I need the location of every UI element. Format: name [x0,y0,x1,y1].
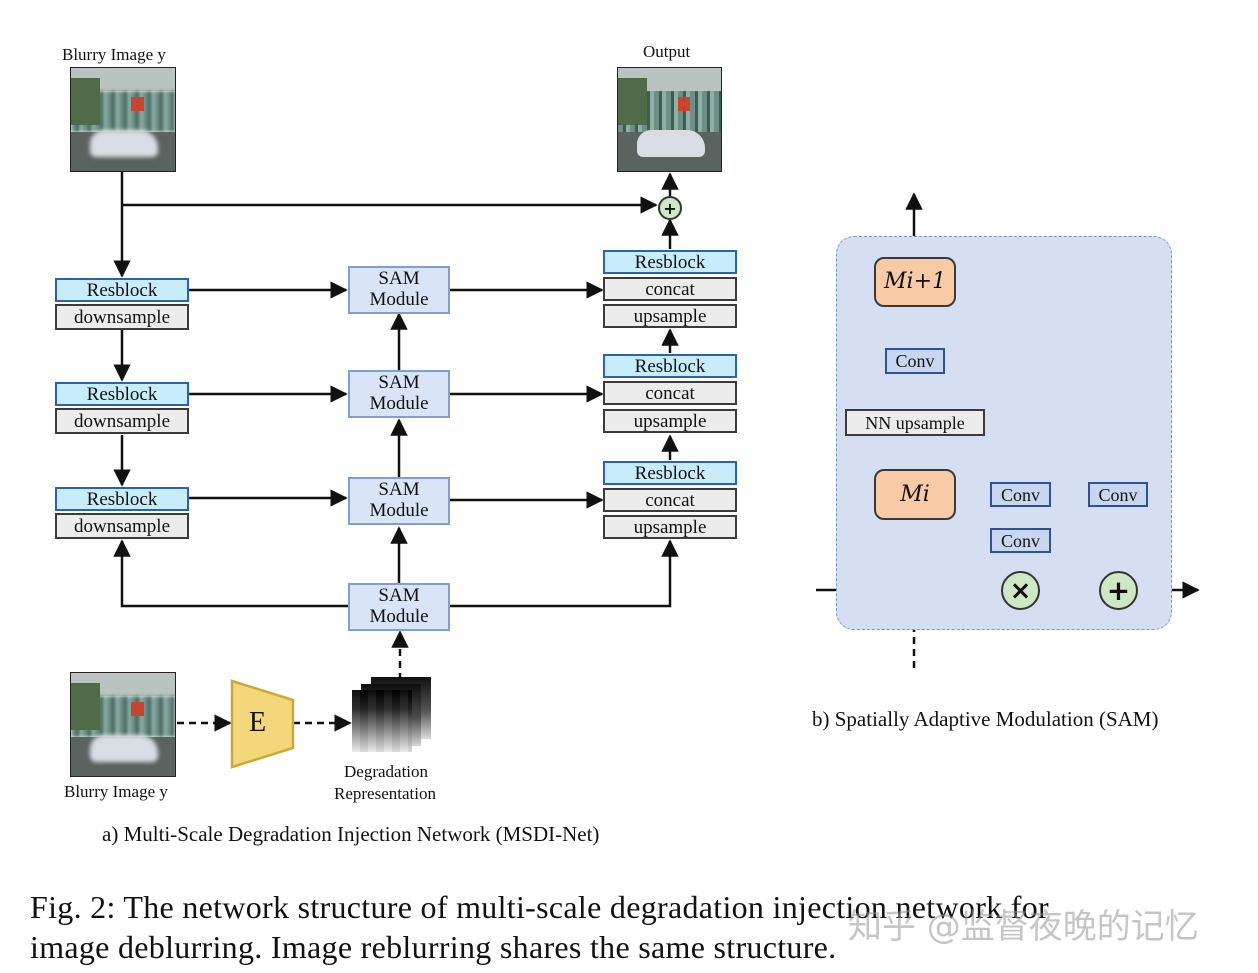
sam-module-4-line2: Module [369,606,429,627]
blurry-input-image-bottom [70,672,176,777]
encoder-resblock-2: Resblock [55,382,189,406]
degradation-map-front [352,690,412,752]
nn-upsample-block: NN upsample [845,409,985,436]
sam-conv-top: Conv [885,348,945,374]
sam-module-4-line1: SAM [378,585,420,607]
m-next-label: Mi+1 [884,269,946,294]
bottom-input-label: Blurry Image y [64,782,168,801]
decoder-upsample-3: upsample [603,515,737,539]
sam-module-2-line1: SAM [378,372,420,394]
figure-caption-line1: Fig. 2: The network structure of multi-s… [30,889,1049,925]
sam-module-4: SAM Module [348,583,450,631]
watermark: 知乎 @监督夜晚的记忆 [848,907,1199,947]
panel-b-caption: b) Spatially Adaptive Modulation (SAM) [812,707,1159,731]
encoder-resblock-3: Resblock [55,487,189,511]
encoder-resblock-1: Resblock [55,278,189,302]
decoder-upsample-2: upsample [603,409,737,433]
encoder-downsample-1: downsample [55,304,189,330]
add-node: + [1099,571,1138,610]
degradation-label-line2: Representation [334,784,436,803]
sam-conv-a: Conv [990,482,1051,507]
figure-caption-line2: image deblurring. Image reblurring share… [30,929,837,965]
degradation-label-line1: Degradation [344,762,429,781]
sam-module-3: SAM Module [348,477,450,525]
panel-a-caption: a) Multi-Scale Degradation Injection Net… [102,822,600,846]
sam-module-3-line2: Module [369,500,429,521]
m-node: Mi [874,469,956,520]
degradation-encoder [230,679,295,769]
sam-module-2-line2: Module [369,393,429,414]
multiply-node: × [1001,571,1040,610]
decoder-concat-1: concat [603,277,737,301]
sam-module-1-line1: SAM [378,268,420,290]
m-label: Mi [900,481,930,507]
m-next-node: Mi+1 [874,257,956,307]
decoder-concat-2: concat [603,381,737,405]
sam-conv-b: Conv [1088,482,1148,507]
blurry-input-image [70,67,176,172]
output-label: Output [643,42,691,61]
sam-module-3-line1: SAM [378,479,420,501]
sam-conv-c: Conv [990,528,1051,553]
encoder-label: E [249,707,267,738]
decoder-concat-3: concat [603,488,737,512]
output-add-node: + [658,196,682,220]
sam-module-1: SAM Module [348,266,450,314]
sam-module-1-line2: Module [369,289,429,310]
top-input-label: Blurry Image y [62,45,166,64]
sam-module-2: SAM Module [348,370,450,418]
decoder-resblock-1: Resblock [603,250,737,274]
encoder-downsample-3: downsample [55,513,189,539]
decoder-upsample-1: upsample [603,304,737,328]
encoder-downsample-2: downsample [55,408,189,434]
decoder-resblock-2: Resblock [603,354,737,378]
decoder-resblock-3: Resblock [603,461,737,485]
output-image [617,67,722,172]
